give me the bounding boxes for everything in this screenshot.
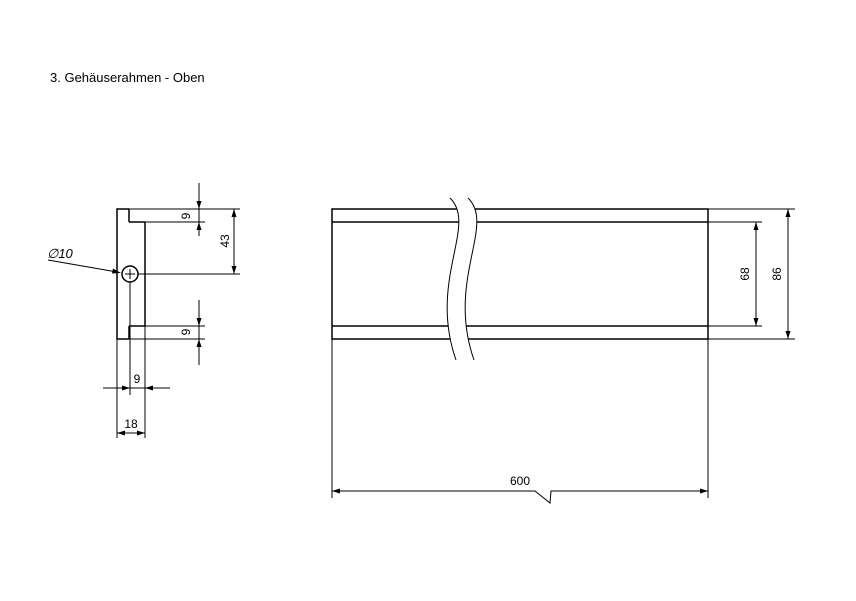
- dim-top-gap: 9: [179, 212, 193, 219]
- frame-body: [331, 208, 709, 340]
- dimension-line: [332, 490, 708, 504]
- dim-hole-height: 43: [218, 234, 232, 248]
- break-line: [446, 197, 460, 361]
- dim-bottom-gap: 9: [179, 328, 193, 335]
- dimension-arrow: [785, 209, 791, 217]
- dimension-arrow: [145, 385, 153, 391]
- side-profile-outline: [116, 208, 129, 340]
- dimension-arrow: [137, 430, 145, 436]
- dim-length: 600: [510, 474, 530, 488]
- dimension-arrow: [231, 209, 237, 217]
- dim-hole-offset: 9: [134, 372, 141, 386]
- dimension-arrow: [332, 488, 340, 494]
- dimension-arrow: [785, 331, 791, 339]
- dimension-arrow: [753, 318, 759, 326]
- dimension-arrow: [117, 430, 125, 436]
- break-line: [464, 197, 478, 361]
- dimension-arrow: [196, 201, 202, 209]
- dimension-arrow: [122, 385, 130, 391]
- dimension-arrow: [196, 339, 202, 347]
- dim-width: 18: [124, 417, 138, 431]
- dim-inner-height: 68: [738, 267, 752, 281]
- dimension-arrow: [700, 488, 708, 494]
- dimension-arrow: [231, 266, 237, 274]
- leader-arrow: [112, 268, 121, 274]
- break-gap: [447, 198, 477, 360]
- leader-line: [47, 259, 118, 273]
- dim-outer-height: 86: [770, 267, 784, 281]
- side-view: 9 43 9 9 18 ∅10: [47, 183, 240, 438]
- dimension-arrow: [196, 222, 202, 230]
- drawing-title: 3. Gehäuserahmen - Oben: [50, 70, 205, 85]
- dimension-arrow: [196, 318, 202, 326]
- front-view: 68 86 600: [331, 197, 795, 504]
- hole-label: ∅10: [47, 246, 74, 261]
- dimension-arrow: [753, 222, 759, 230]
